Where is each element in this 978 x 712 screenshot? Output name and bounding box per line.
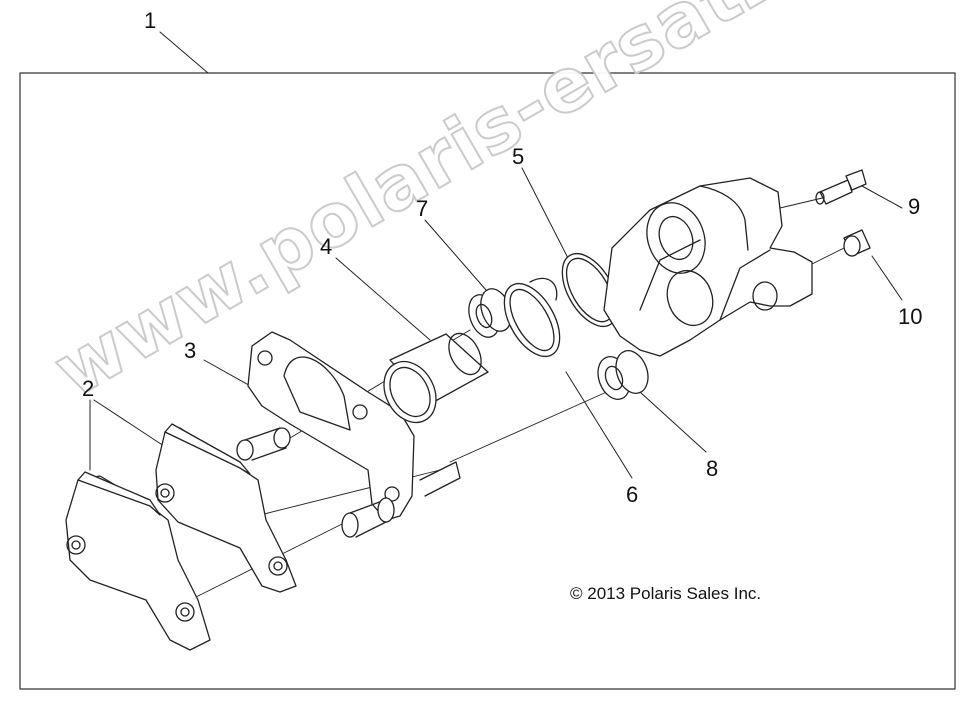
part-4-piston (383, 332, 489, 424)
caliper-housing (603, 177, 813, 357)
part-3-caliper-bracket (236, 331, 461, 538)
leader-5 (521, 167, 571, 263)
part-9-bleeder-screw (815, 169, 867, 205)
callout-2: 2 (82, 376, 95, 401)
diagram-frame (19, 72, 956, 690)
callout-3: 3 (184, 338, 197, 363)
part-7-seal (468, 288, 512, 338)
callout-7: 7 (416, 196, 429, 221)
leader-8 (639, 391, 707, 453)
leader-3 (203, 359, 255, 389)
leader-1 (159, 31, 209, 74)
part-2-brake-pads (65, 423, 297, 651)
callout-6: 6 (626, 482, 639, 507)
leader-7 (424, 219, 487, 291)
callout-1: 1 (144, 8, 157, 33)
leader-2b (93, 399, 171, 451)
leader-lines (89, 31, 903, 479)
leader-10 (871, 255, 903, 301)
callout-9: 9 (908, 194, 921, 219)
callout-4: 4 (320, 234, 333, 259)
leader-6 (565, 371, 633, 479)
part-10-plug (843, 229, 871, 257)
callout-5: 5 (512, 144, 525, 169)
part-8-seal (597, 350, 649, 400)
callout-8: 8 (706, 456, 719, 481)
copyright-notice: © 2013 Polaris Sales Inc. (570, 584, 762, 603)
leader-9 (861, 185, 903, 209)
part-6-dust-boot (503, 277, 561, 357)
callout-10: 10 (898, 304, 923, 329)
leader-4 (335, 257, 431, 341)
